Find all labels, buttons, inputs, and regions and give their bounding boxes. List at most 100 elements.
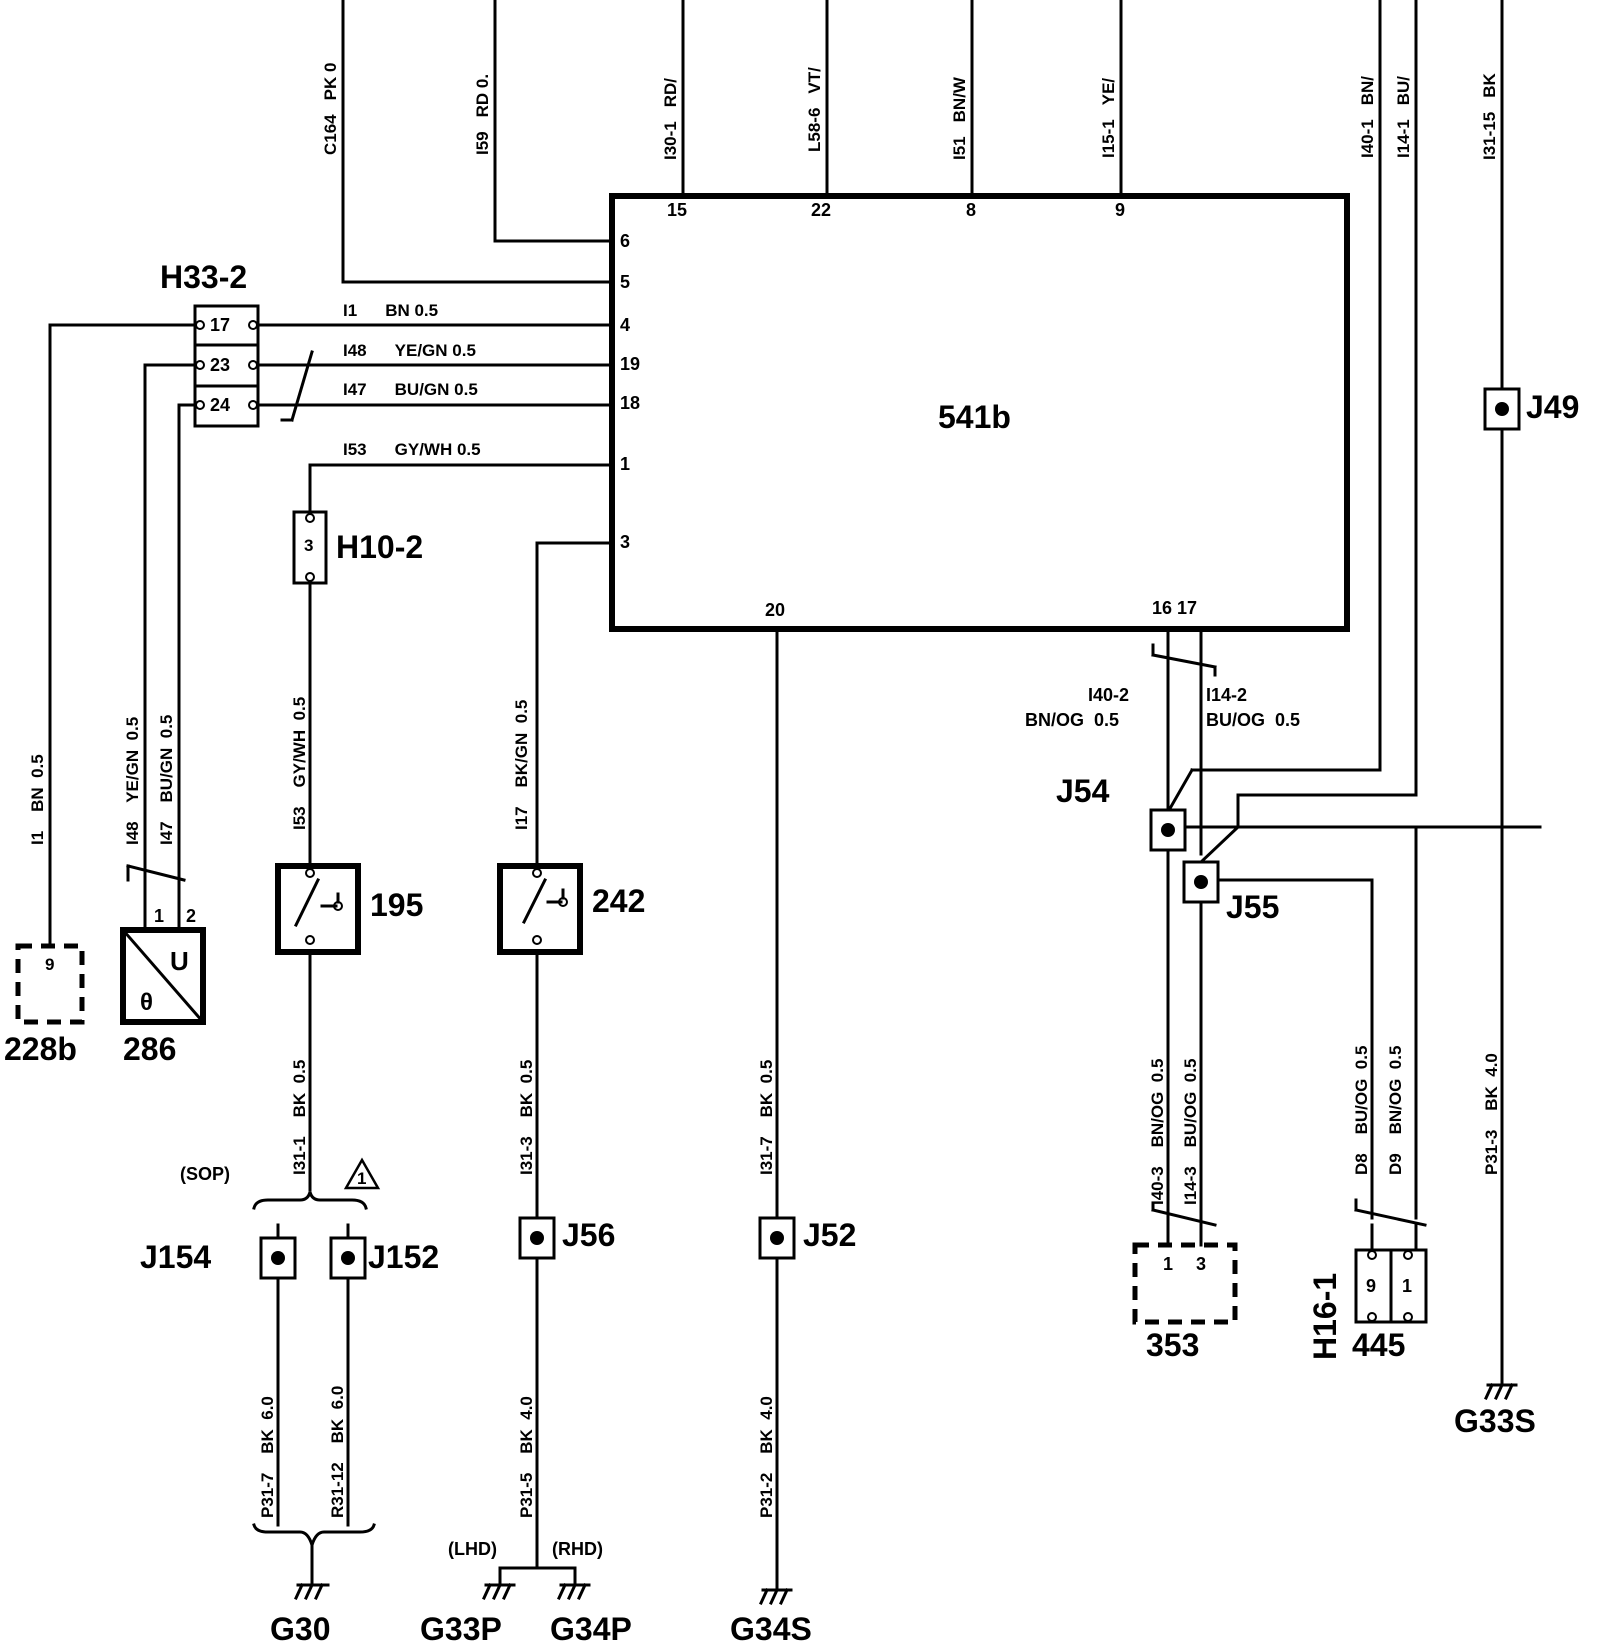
vert-label-i1: I1 BN 0.5	[28, 754, 47, 845]
h33-pin-24: 24	[210, 395, 230, 415]
splice-j49: J49	[1483, 387, 1579, 431]
vert-label-p31-3: P31-3 BK 4.0	[1482, 1053, 1501, 1175]
ecu-pin-4: 4	[620, 315, 630, 335]
c228b-pin: 9	[45, 955, 54, 974]
component-445: 9 1 445 H16-1	[1307, 1223, 1428, 1363]
c353-pin3: 3	[1196, 1254, 1206, 1274]
ecu-pin-22: 22	[811, 200, 831, 220]
ecu-pin-1: 1	[620, 454, 630, 474]
vert-label-i48: I48 YE/GN 0.5	[123, 717, 142, 845]
component-353: 1 3 353	[1132, 1223, 1238, 1363]
g34p-label: G34P	[550, 1611, 632, 1647]
wire-label-l58-6: L58-6VT/	[805, 67, 824, 152]
splice-j152: J152	[329, 1236, 439, 1280]
ecu-pin-20: 20	[765, 600, 785, 620]
j56-label: J56	[562, 1217, 615, 1253]
splice-j55: J55	[1182, 860, 1279, 925]
c286-label: 286	[123, 1031, 176, 1067]
ecu-pin-3: 3	[620, 532, 630, 552]
component-242: 242	[497, 863, 645, 955]
wire-label-i40-1: I40-1BN/	[1358, 76, 1377, 158]
label-i40-2: I40-2	[1088, 685, 1129, 705]
c195-label: 195	[370, 887, 423, 923]
vert-label-i40-3: I40-3 BN/OG 0.5	[1148, 1059, 1167, 1205]
wire-label-i59: I59RD 0.	[473, 74, 492, 155]
ecu-pin-8: 8	[966, 200, 976, 220]
g30-ground: G30	[252, 1523, 376, 1647]
wire-label-i15-1: I15-1YE/	[1099, 78, 1118, 158]
warning-triangle-icon	[343, 1157, 381, 1190]
h10-pin-3: 3	[304, 536, 313, 555]
vert-label-d9: D9 BN/OG 0.5	[1386, 1046, 1405, 1175]
right-side-wires	[1151, 627, 1542, 1227]
vert-label-j56: P31-5 BK 4.0	[517, 1396, 536, 1518]
wire-label-c164: C164PK 0	[321, 63, 340, 155]
wire-label-i31-15: I31-15BK	[1480, 73, 1499, 160]
g33p-label: G33P	[420, 1611, 502, 1647]
splice-j154: J154	[140, 1236, 297, 1280]
label-bu-og: BU/OG 0.5	[1206, 710, 1300, 730]
c353-label: 353	[1146, 1327, 1199, 1363]
c445-label: 445	[1352, 1327, 1405, 1363]
vert-label-w195: I31-1 BK 0.5	[290, 1060, 309, 1175]
sop-note: (SOP)	[180, 1164, 230, 1184]
wire-label-i14-1: I14-1BU/	[1394, 76, 1413, 158]
h33-harness-wires	[48, 323, 614, 948]
component-228b: 9 228b	[4, 943, 85, 1067]
vert-label-i17: I17 BK/GN 0.5	[512, 700, 531, 830]
c445-pin9: 9	[1366, 1276, 1376, 1296]
splice-j54: J54	[1056, 773, 1187, 852]
c286-theta-symbol: θ	[140, 989, 153, 1016]
ecu-541b: 541b 15 22 8 9 6 5 4 19 18 1 3 20 16 17	[609, 193, 1350, 632]
ecu-pin-18: 18	[620, 393, 640, 413]
g33p-g34p-ground: (LHD) (RHD) G33P G34P	[420, 1539, 632, 1647]
warning-number: 1	[357, 1169, 366, 1188]
g33s-label: G33S	[1454, 1403, 1536, 1439]
vert-label-w242: I31-3 BK 0.5	[517, 1060, 536, 1175]
rhd-note: (RHD)	[552, 1539, 603, 1559]
j52-label: J52	[803, 1217, 856, 1253]
h10-wires	[308, 463, 614, 868]
c286-u-symbol: U	[170, 946, 189, 976]
splice-j56: J56	[518, 1216, 615, 1260]
vert-label-i53: I53 GY/WH 0.5	[290, 697, 309, 830]
j49-label: J49	[1526, 389, 1579, 425]
g34s-label: G34S	[730, 1611, 812, 1647]
ecu-pin-15: 15	[667, 200, 687, 220]
label-i14-2: I14-2	[1206, 685, 1247, 705]
ecu-pin-9: 9	[1115, 200, 1125, 220]
top-wire-labels: C164PK 0 I59RD 0. I30-1RD/ L58-6VT/ I51B…	[321, 63, 1499, 160]
lhd-note: (LHD)	[448, 1539, 497, 1559]
ecu-pin-5: 5	[620, 272, 630, 292]
vert-label-d8: D8 BU/OG 0.5	[1352, 1046, 1371, 1175]
pin3-wire	[535, 541, 614, 868]
j54-label: J54	[1056, 773, 1110, 809]
connector-h10-2: 3 H10-2	[292, 510, 423, 585]
g30-label: G30	[270, 1611, 330, 1647]
g33s-ground: G33S	[1454, 1383, 1536, 1439]
c286-pin2: 2	[186, 906, 196, 926]
component-286: 1 2 U θ 286	[120, 906, 206, 1067]
h16-label: H16-1	[1307, 1273, 1343, 1360]
h10-label: H10-2	[336, 529, 423, 565]
j152-label: J152	[368, 1239, 439, 1275]
c445-pin1: 1	[1402, 1276, 1412, 1296]
right-side-labels: I40-2 BN/OG 0.5 I14-2 BU/OG 0.5	[1025, 685, 1300, 730]
ecu-pin-6: 6	[620, 231, 630, 251]
c353-pin1: 1	[1163, 1254, 1173, 1274]
sop-brace: (SOP) 1	[180, 1157, 381, 1210]
g34s-ground: G34S	[730, 1588, 812, 1647]
vert-label-i14-3: I14-3 BU/OG 0.5	[1181, 1059, 1200, 1205]
component-195: 195	[275, 863, 423, 955]
vert-label-j152: R31-12 BK 6.0	[328, 1386, 347, 1518]
connector-h33-2: 17 23 24 H33-2	[160, 259, 260, 428]
h33-pin-23: 23	[210, 355, 230, 375]
vert-label-j52: P31-2 BK 4.0	[757, 1396, 776, 1518]
label-bn-og: BN/OG 0.5	[1025, 710, 1119, 730]
vert-label-i47: I47 BU/GN 0.5	[157, 715, 176, 845]
c286-pin1: 1	[154, 906, 164, 926]
